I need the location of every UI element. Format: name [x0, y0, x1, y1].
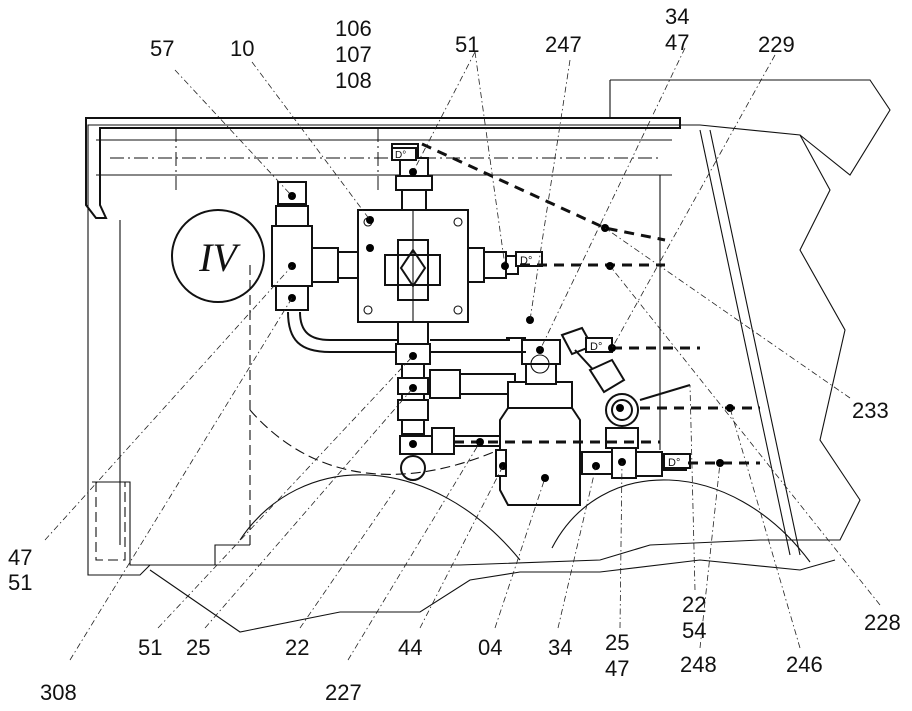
callout-246: 246 — [786, 652, 823, 677]
fitting-tag-3: D° — [668, 457, 680, 469]
callout-57: 57 — [150, 36, 174, 61]
callout-dots — [288, 168, 734, 482]
housing-outline — [85, 79, 891, 633]
block-right-fitting — [467, 247, 519, 283]
callout-229: 229 — [758, 32, 795, 57]
callout-308: 308 — [40, 680, 77, 705]
fitting-tag-4: D° — [395, 150, 406, 161]
callout-22-right: 22 — [682, 592, 706, 617]
callout-25-bottom: 25 — [186, 635, 210, 660]
callout-227: 227 — [325, 680, 362, 705]
callout-51-left: 51 — [8, 570, 32, 595]
callout-228: 228 — [864, 610, 901, 635]
callout-10: 10 — [230, 36, 254, 61]
connection-lines — [421, 142, 760, 465]
callout-04: 04 — [478, 635, 502, 660]
callout-labels: 57 10 106 107 108 51 247 34 47 229 233 4… — [8, 4, 901, 705]
callout-34-bottom: 34 — [548, 635, 572, 660]
callout-51-bottom: 51 — [138, 635, 162, 660]
callout-22-bottom: 22 — [285, 635, 309, 660]
callout-47-top: 47 — [665, 30, 689, 55]
callout-54: 54 — [682, 618, 706, 643]
callout-106: 106 — [335, 16, 372, 41]
callout-233: 233 — [852, 398, 889, 423]
callout-47-right: 47 — [605, 656, 629, 681]
callout-25-right: 25 — [605, 630, 629, 655]
callout-51-top: 51 — [455, 32, 479, 57]
callout-47-left: 47 — [8, 545, 32, 570]
callout-44: 44 — [398, 635, 422, 660]
leader-lines — [44, 47, 881, 661]
view-marker-label: IV — [198, 235, 241, 280]
callout-248: 248 — [680, 652, 717, 677]
view-marker-iv: IV — [171, 209, 265, 303]
callout-247: 247 — [545, 32, 582, 57]
filter-housing — [495, 339, 581, 506]
callout-34-top: 34 — [665, 4, 689, 29]
callout-108: 108 — [335, 68, 372, 93]
fitting-tag-2: D° — [590, 341, 602, 353]
callout-107: 107 — [335, 42, 372, 67]
